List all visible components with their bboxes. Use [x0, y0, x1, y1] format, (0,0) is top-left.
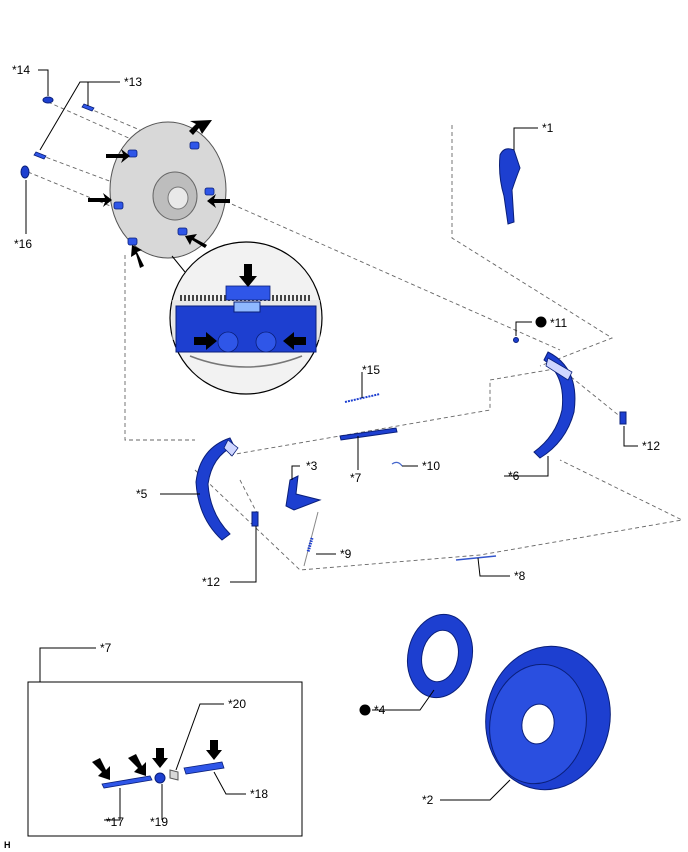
label-11: *11 — [550, 316, 567, 330]
part-7-adjuster — [339, 427, 398, 441]
label-18: *18 — [250, 787, 268, 801]
label-15: *15 — [362, 363, 380, 377]
label-14: *14 — [12, 63, 30, 77]
marker-dot-11 — [535, 316, 547, 328]
part-20-washer — [169, 769, 179, 781]
part-18-socket — [183, 761, 225, 775]
label-17: *17 — [106, 815, 124, 829]
small-parts — [20, 96, 627, 567]
part-11-washer — [513, 337, 519, 343]
label-16: *16 — [14, 237, 32, 251]
corner-letter: H — [4, 840, 11, 850]
marker-dot-4 — [359, 704, 371, 716]
part-14-cap — [42, 96, 54, 104]
part-17-screw — [101, 775, 153, 789]
part-12-right-retainer — [619, 411, 627, 425]
zoom-detail-circle — [169, 241, 323, 395]
part-5-brake-shoe — [195, 437, 239, 541]
leader-lines — [25, 69, 638, 821]
label-3: *3 — [306, 459, 318, 473]
label-19: *19 — [150, 815, 168, 829]
part-labels: *14 *13 *16 *1 *11 *15 *12 *3 *10 *7 *6 … — [4, 63, 660, 850]
label-12-right: *12 — [642, 439, 660, 453]
part-3-lever — [285, 475, 322, 511]
label-8: *8 — [514, 569, 526, 583]
part-10-clip — [391, 461, 403, 467]
adjuster-detail-box — [27, 681, 303, 837]
part-8-spring — [455, 555, 497, 561]
label-5: *5 — [136, 487, 148, 501]
part-1-lever — [499, 148, 521, 225]
part-6-brake-shoe — [533, 351, 576, 459]
label-6: *6 — [508, 469, 520, 483]
part-16-cap — [20, 165, 30, 179]
backing-plate — [109, 121, 227, 259]
label-12-left: *12 — [202, 575, 220, 589]
part-13-pin-a — [81, 103, 95, 112]
label-1: *1 — [542, 121, 554, 135]
label-20: *20 — [228, 697, 246, 711]
label-7-box: *7 — [100, 641, 112, 655]
part-2-drum — [485, 645, 611, 791]
label-4: *4 — [374, 703, 386, 717]
part-19-nut — [154, 772, 166, 784]
assembly-guide-lines — [27, 101, 684, 571]
label-10: *10 — [422, 459, 440, 473]
part-12-left-retainer — [251, 511, 259, 527]
label-9: *9 — [340, 547, 352, 561]
backing-plate-arrows — [88, 120, 230, 268]
part-4-plate — [407, 613, 473, 699]
label-7: *7 — [350, 471, 362, 485]
label-2: *2 — [422, 793, 434, 807]
part-13-pin-b — [33, 151, 47, 160]
label-13: *13 — [124, 75, 142, 89]
